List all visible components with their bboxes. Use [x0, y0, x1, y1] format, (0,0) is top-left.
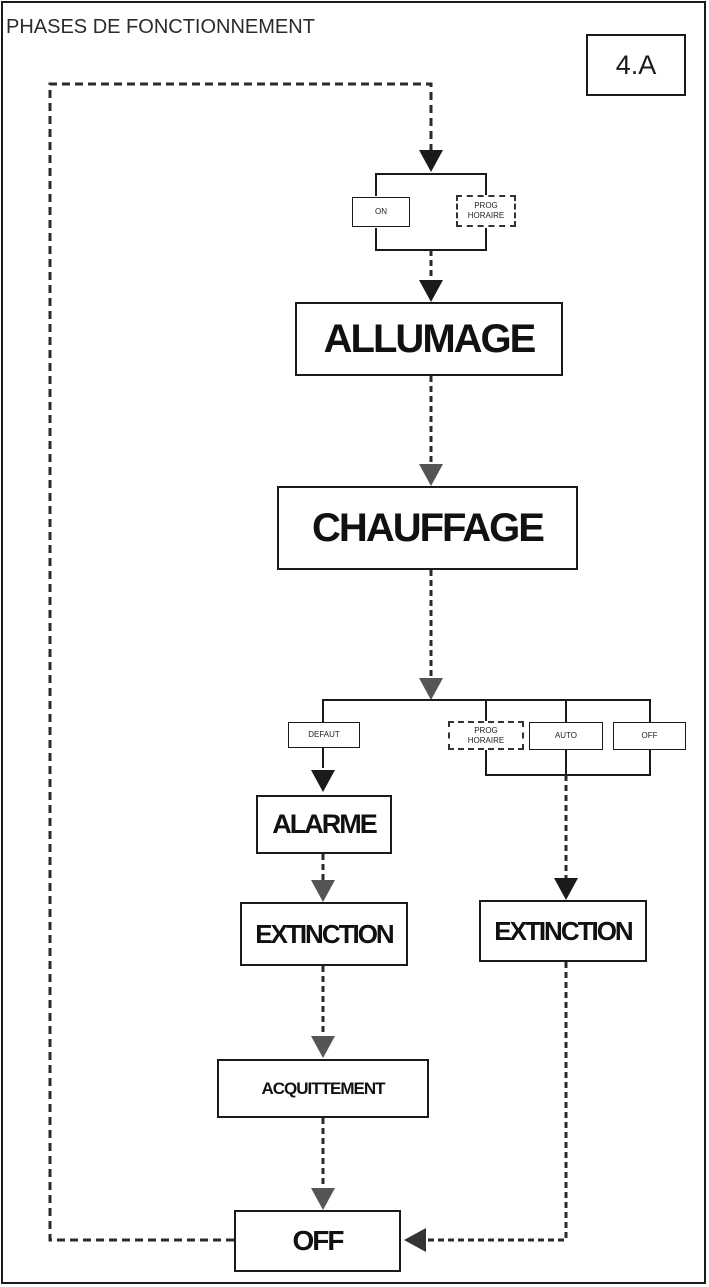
- arrow-into-alarme: [311, 770, 335, 792]
- condition-auto-label: AUTO: [554, 731, 578, 740]
- phase-chauffage-label: CHAUFFAGE: [312, 505, 545, 550]
- figure-number-badge: 4.A: [586, 34, 686, 96]
- arrow-into-extinction-left: [311, 880, 335, 902]
- phase-chauffage: CHAUFFAGE: [277, 486, 578, 570]
- phase-allumage-label: ALLUMAGE: [323, 316, 537, 361]
- arrow-into-extinction-right: [554, 878, 578, 900]
- phase-off: OFF: [234, 1210, 401, 1272]
- condition-on: ON: [352, 197, 410, 227]
- phase-acquittement-label: ACQUITTEMENT: [261, 1078, 385, 1098]
- condition-defaut-label: DEFAUT: [308, 730, 340, 739]
- phase-extinction-left: EXTINCTION: [240, 902, 408, 966]
- branch-bar: [322, 699, 651, 776]
- condition-off-label: OFF: [641, 731, 658, 740]
- phase-allumage: ALLUMAGE: [295, 302, 563, 376]
- phase-extinction-right-label: EXTINCTION: [494, 915, 633, 946]
- arrow-into-branch: [419, 678, 443, 700]
- arrow-into-conditions: [419, 150, 443, 172]
- condition-prog-horaire-bottom: PROG HORAIRE: [448, 721, 524, 750]
- condition-prog-horaire-top: PROG HORAIRE: [456, 195, 516, 227]
- phase-alarme-label: ALARME: [272, 809, 377, 839]
- diagram-title: PHASES DE FONCTIONNEMENT: [6, 16, 315, 38]
- condition-prog-horaire-bottom-label: PROG HORAIRE: [467, 725, 505, 745]
- phase-alarme: ALARME: [256, 795, 392, 854]
- condition-defaut: DEFAUT: [288, 722, 360, 748]
- arrow-into-allumage: [419, 280, 443, 302]
- condition-prog-horaire-top-label: PROG HORAIRE: [467, 201, 505, 220]
- phase-off-label: OFF: [292, 1225, 345, 1256]
- return-loop-line: [48, 82, 433, 1242]
- connector-extinction-right-off: [428, 962, 568, 1242]
- arrow-into-chauffage: [419, 464, 443, 486]
- arrow-into-acquittement: [311, 1036, 335, 1058]
- phase-acquittement: ACQUITTEMENT: [217, 1059, 429, 1118]
- phase-extinction-right: EXTINCTION: [479, 900, 647, 962]
- condition-auto: AUTO: [529, 722, 603, 750]
- phase-extinction-left-label: EXTINCTION: [255, 918, 394, 949]
- arrow-into-off-top: [311, 1188, 335, 1210]
- condition-off: OFF: [613, 722, 686, 750]
- condition-on-label: ON: [375, 207, 387, 216]
- arrow-into-off-right: [404, 1228, 426, 1252]
